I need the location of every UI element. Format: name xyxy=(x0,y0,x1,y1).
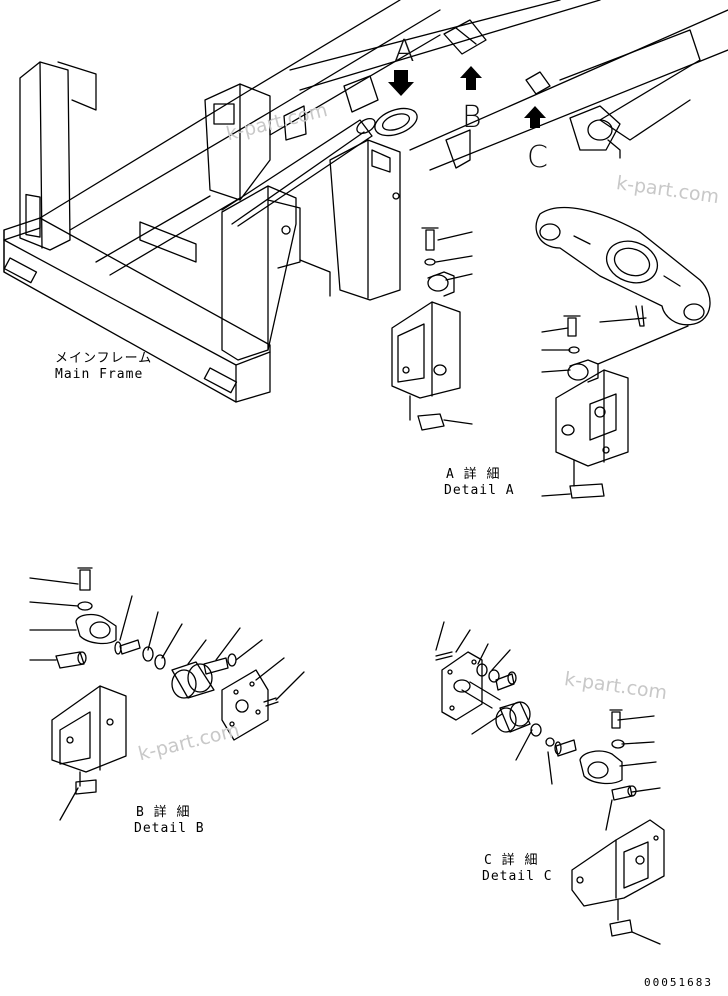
main-frame-label-en: Main Frame xyxy=(55,367,144,382)
detail-b-label-en: Detail B xyxy=(134,821,205,836)
arrow-a-icon xyxy=(388,70,414,96)
detail-c-drawing xyxy=(435,621,665,945)
detail-a-label-jp: A 詳 細 xyxy=(446,467,501,482)
marker-b: B xyxy=(462,100,482,135)
main-frame-drawing xyxy=(3,0,728,403)
detail-c-label-en: Detail C xyxy=(482,869,553,884)
main-frame-label-jp: メインフレーム xyxy=(55,351,153,366)
document-number: 00051683 xyxy=(644,976,713,989)
detail-c-label-jp: C 詳 細 xyxy=(484,853,539,868)
detail-a-label-en: Detail A xyxy=(444,483,515,498)
arrow-b-icon xyxy=(460,66,482,90)
detail-b-label-jp: B 詳 細 xyxy=(136,805,191,820)
arrow-c-icon xyxy=(524,106,546,128)
marker-a: A xyxy=(394,34,415,69)
marker-c: C xyxy=(527,140,548,175)
detail-a-drawing xyxy=(391,207,711,499)
detail-b-drawing xyxy=(29,567,305,821)
detail-arrows xyxy=(388,66,546,128)
